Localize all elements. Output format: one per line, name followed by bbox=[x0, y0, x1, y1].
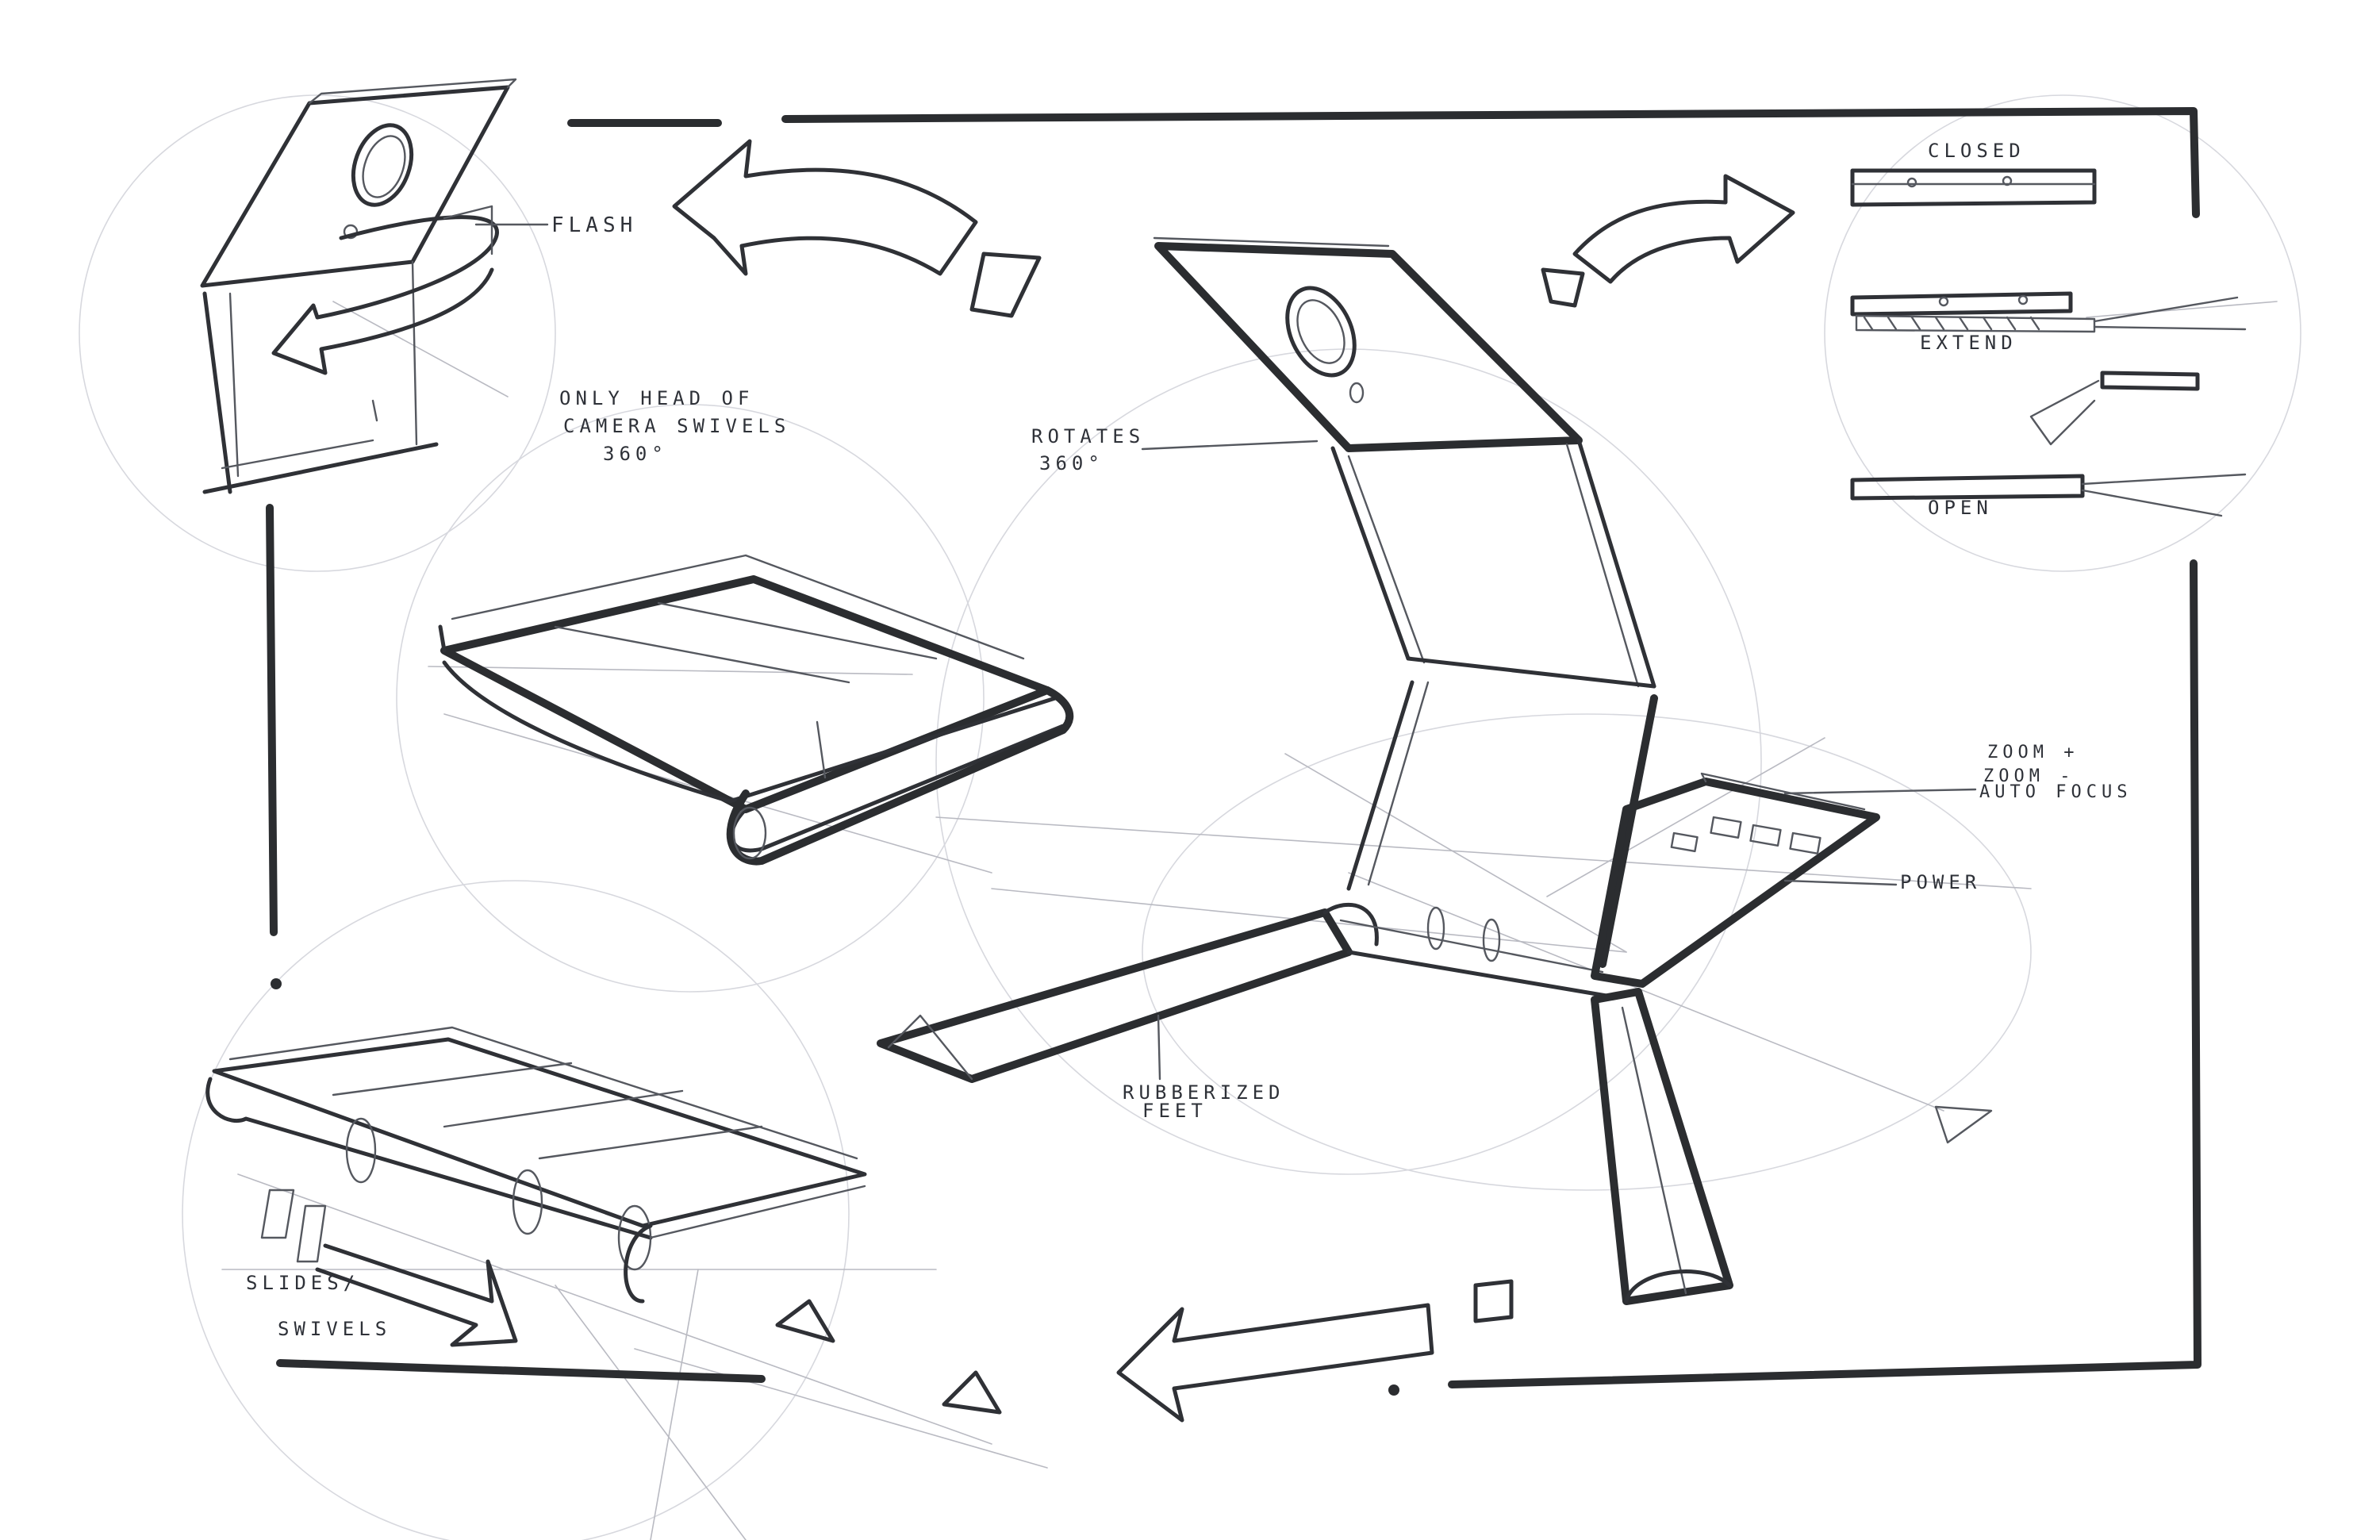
label-camera-note-3: 360° bbox=[603, 443, 668, 465]
label-open: OPEN bbox=[1928, 497, 1993, 519]
folded-device-sketch bbox=[438, 554, 1074, 866]
label-slides-2: SWIVELS bbox=[278, 1318, 391, 1340]
hinge-states-detail bbox=[1850, 168, 2247, 517]
arrow-top-right bbox=[1541, 174, 1795, 308]
label-camera-note-1: ONLY HEAD OF bbox=[559, 387, 754, 409]
label-auto-focus: AUTO FOCUS bbox=[1979, 782, 2132, 802]
sliding-device-sketch bbox=[205, 1026, 1002, 1415]
label-slides-1: SLIDES/ bbox=[246, 1272, 359, 1294]
label-flash: FLASH bbox=[551, 213, 637, 237]
label-rotates-1: ROTATES bbox=[1031, 425, 1145, 447]
label-closed: CLOSED bbox=[1928, 140, 2025, 162]
arrow-top-left bbox=[672, 139, 1042, 318]
frame-border bbox=[266, 107, 2202, 1396]
label-rubberized-1: RUBBERIZED bbox=[1123, 1081, 1285, 1104]
label-zoom-minus: ZOOM - bbox=[1983, 766, 2075, 786]
camera-head-sketch bbox=[200, 78, 549, 494]
label-camera-note-2: CAMERA SWIVELS bbox=[563, 415, 790, 437]
construction-lines bbox=[79, 94, 2301, 1540]
main-device-sketch bbox=[877, 236, 1993, 1305]
label-power: POWER bbox=[1900, 871, 1981, 893]
label-zoom-plus: ZOOM + bbox=[1987, 743, 2079, 762]
label-rubberized-2: FEET bbox=[1142, 1100, 1207, 1122]
arrow-bottom bbox=[1116, 1279, 1514, 1423]
label-rotates-2: 360° bbox=[1039, 452, 1104, 474]
annotations: FLASH ONLY HEAD OF CAMERA SWIVELS 360° R… bbox=[246, 140, 2132, 1340]
label-extend: EXTEND bbox=[1920, 332, 2017, 354]
